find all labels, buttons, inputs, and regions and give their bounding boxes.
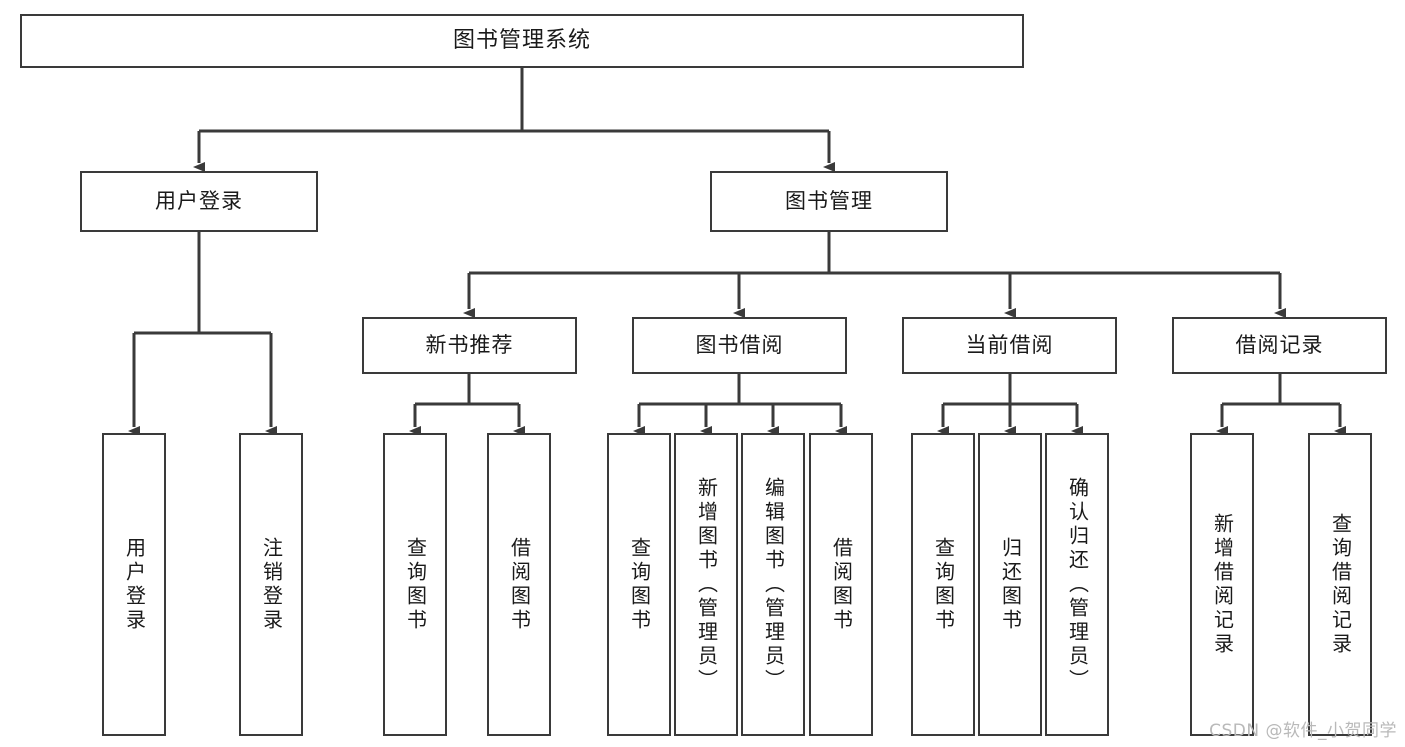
node-label: 用户登录	[155, 188, 243, 213]
node-leaf-borrow-book-2[interactable]: 借阅图书	[809, 433, 873, 736]
node-leaf-query-record[interactable]: 查询借阅记录	[1308, 433, 1372, 736]
node-new-book-recommend[interactable]: 新书推荐	[362, 317, 577, 374]
node-label: 当前借阅	[965, 332, 1054, 357]
node-borrow-record[interactable]: 借阅记录	[1172, 317, 1387, 374]
node-leaf-logout-login[interactable]: 注销登录	[239, 433, 303, 736]
node-label: 新增借阅记录	[1210, 512, 1235, 657]
node-label: 查询图书	[627, 536, 652, 633]
node-leaf-add-book[interactable]: 新增图书（管理员）	[674, 433, 738, 736]
node-user-login[interactable]: 用户登录	[80, 171, 318, 232]
node-book-manage[interactable]: 图书管理	[710, 171, 948, 232]
node-book-borrow[interactable]: 图书借阅	[632, 317, 847, 374]
node-current-borrow[interactable]: 当前借阅	[902, 317, 1117, 374]
watermark-text: CSDN @软件_小贺同学	[1209, 721, 1397, 741]
node-leaf-return-book[interactable]: 归还图书	[978, 433, 1042, 736]
node-label: 用户登录	[122, 536, 147, 633]
node-label: 查询图书	[931, 536, 956, 633]
node-label: 归还图书	[998, 536, 1023, 633]
node-label: 编辑图书（管理员）	[761, 476, 786, 693]
node-leaf-edit-book[interactable]: 编辑图书（管理员）	[741, 433, 805, 736]
node-label: 图书管理	[785, 188, 873, 213]
node-label: 确认归还（管理员）	[1065, 476, 1090, 693]
node-label: 借阅图书	[829, 536, 854, 633]
node-label: 图书借阅	[695, 332, 784, 357]
node-label: 查询借阅记录	[1328, 512, 1353, 657]
node-label: 注销登录	[259, 536, 284, 633]
node-leaf-user-login[interactable]: 用户登录	[102, 433, 166, 736]
node-label: 新增图书（管理员）	[694, 476, 719, 693]
node-leaf-add-record[interactable]: 新增借阅记录	[1190, 433, 1254, 736]
node-leaf-query-book-3[interactable]: 查询图书	[911, 433, 975, 736]
node-root-system[interactable]: 图书管理系统	[20, 14, 1024, 68]
node-label: 查询图书	[403, 536, 428, 633]
node-label: 借阅记录	[1235, 332, 1324, 357]
node-leaf-query-book-1[interactable]: 查询图书	[383, 433, 447, 736]
node-label: 新书推荐	[425, 332, 514, 357]
node-leaf-borrow-book-1[interactable]: 借阅图书	[487, 433, 551, 736]
node-leaf-confirm-return[interactable]: 确认归还（管理员）	[1045, 433, 1109, 736]
node-label: 借阅图书	[507, 536, 532, 633]
node-leaf-query-book-2[interactable]: 查询图书	[607, 433, 671, 736]
node-label: 图书管理系统	[452, 27, 591, 53]
